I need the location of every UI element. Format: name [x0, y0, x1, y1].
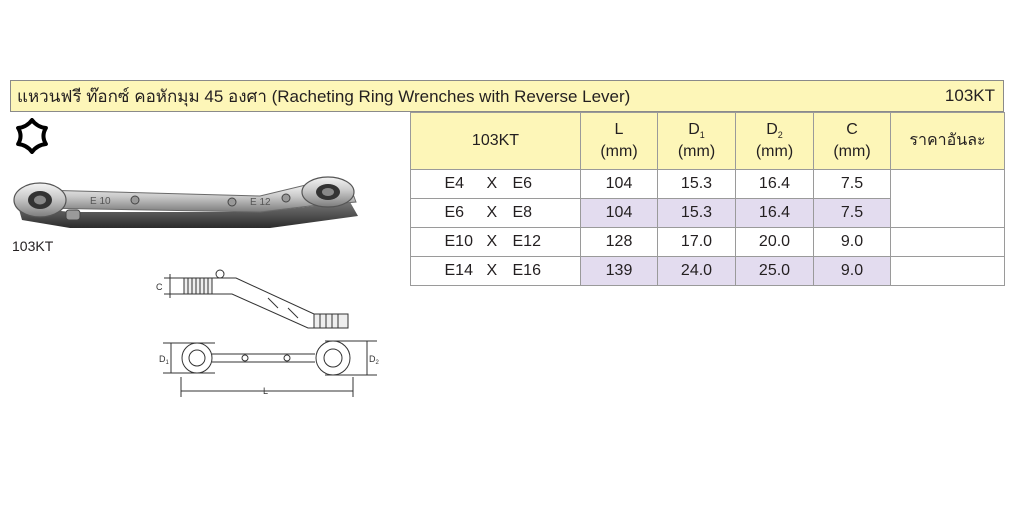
wrench-photo: E 10 E 12 [13, 176, 358, 228]
d1-cell: 24.0 [657, 256, 736, 286]
header-l: L(mm) [580, 112, 658, 170]
l-cell: 139 [580, 256, 658, 286]
c-cell: 9.0 [813, 256, 891, 286]
price-cell [890, 256, 1005, 286]
d1-cell: 15.3 [657, 198, 736, 228]
c-cell: 7.5 [813, 198, 891, 228]
header-price: ราคาอันละ [890, 112, 1005, 170]
top-view-drawing: D1 D2 L [159, 340, 380, 397]
title-bar: แหวนฟรี ท๊อกซ์ คอหักมุม 45 องศา (Racheti… [10, 80, 1004, 112]
label-d2: D2 [369, 354, 380, 366]
label-l: L [263, 386, 268, 396]
engraving-left: E 10 [90, 196, 111, 207]
spec-table: 103KT L(mm) D1(mm) D2(mm) C(mm) ราคาอันล… [410, 112, 1005, 286]
header-d2: D2(mm) [735, 112, 814, 170]
l-cell: 104 [580, 169, 658, 199]
photo-caption: 103KT [12, 238, 54, 254]
c-cell: 9.0 [813, 227, 891, 257]
price-cell [890, 227, 1005, 257]
label-c: C [156, 282, 163, 292]
d2-cell: 16.4 [735, 198, 814, 228]
d2-cell: 16.4 [735, 169, 814, 199]
engraving-right: E 12 [250, 197, 271, 208]
side-view-drawing: C [156, 269, 349, 329]
label-d1: D1 [159, 354, 170, 366]
d1-cell: 17.0 [657, 227, 736, 257]
header-d1: D1(mm) [657, 112, 736, 170]
price-cell [890, 169, 1005, 228]
d2-cell: 25.0 [735, 256, 814, 286]
table-header-row: 103KT L(mm) D1(mm) D2(mm) C(mm) ราคาอันล… [410, 112, 1005, 170]
d2-cell: 20.0 [735, 227, 814, 257]
product-title: แหวนฟรี ท๊อกซ์ คอหักมุม 45 องศา (Racheti… [17, 86, 631, 106]
d1-cell: 15.3 [657, 169, 736, 199]
c-cell: 7.5 [813, 169, 891, 199]
l-cell: 104 [580, 198, 658, 228]
torx-icon [16, 118, 48, 154]
header-c: C(mm) [813, 112, 891, 170]
product-code: 103KT [944, 86, 995, 105]
header-model: 103KT [410, 112, 581, 170]
l-cell: 128 [580, 227, 658, 257]
